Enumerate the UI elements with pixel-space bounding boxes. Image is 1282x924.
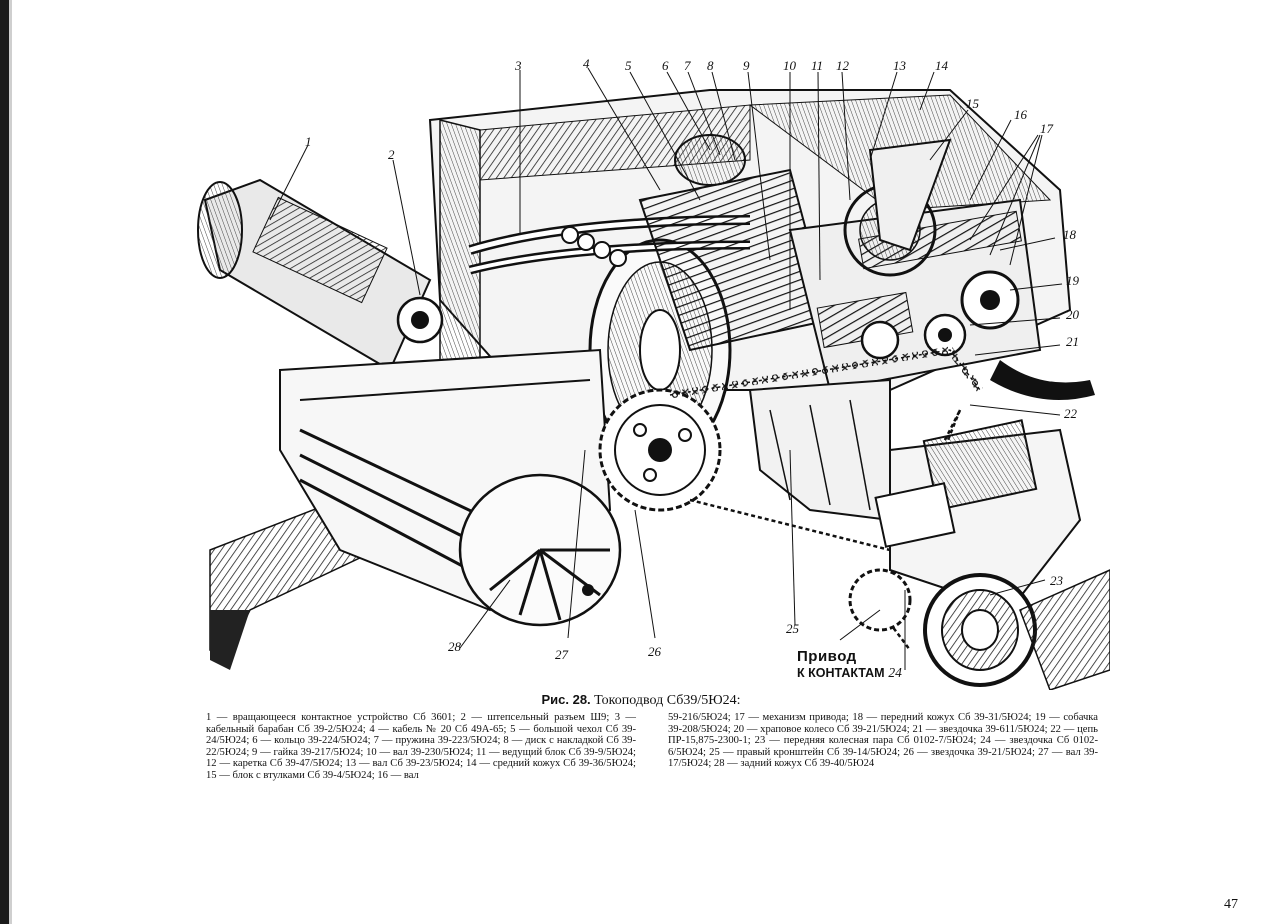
page-edge bbox=[0, 0, 9, 924]
callout-number: 12 bbox=[836, 58, 849, 73]
figure-number: Рис. 28. bbox=[541, 692, 591, 707]
callout-number: 28 bbox=[448, 639, 461, 654]
callout-number: 19 bbox=[1066, 273, 1079, 288]
callout-number: 15 bbox=[966, 96, 979, 111]
callout-number: 6 bbox=[662, 58, 669, 73]
callout-number: 10 bbox=[783, 58, 796, 73]
caption-legend-left: 1 — вращающееся контактное устройство Сб… bbox=[206, 712, 636, 781]
drive-label-line2: к контактам bbox=[797, 666, 885, 680]
drive-label: Привод к контактам 24 bbox=[797, 649, 927, 681]
spring-coil bbox=[638, 134, 832, 352]
callout-number: 5 bbox=[625, 58, 632, 73]
callout-number: 26 bbox=[648, 644, 661, 659]
page-edge-shadow bbox=[9, 0, 12, 924]
callout-number: 1 bbox=[305, 134, 312, 149]
callout-number: 21 bbox=[1066, 334, 1079, 349]
front-wheel-pair bbox=[848, 419, 1110, 690]
callout-number: 11 bbox=[811, 58, 824, 73]
caption-legend-right: 59-216/5Ю24; 17 — механизм привода; 18 —… bbox=[668, 712, 1098, 770]
drive-mechanism bbox=[788, 138, 1042, 392]
callout-number: 9 bbox=[743, 58, 750, 73]
rotating-contact-device bbox=[197, 178, 444, 372]
figure-title: Токоподвод Сб39/5Ю24: bbox=[594, 693, 741, 708]
figure-caption-title: Рис. 28. Токоподвод Сб39/5Ю24: bbox=[0, 692, 1282, 709]
callout-number: 8 bbox=[707, 58, 714, 73]
callout-number: 20 bbox=[1066, 307, 1079, 322]
callout-number: 23 bbox=[1050, 573, 1063, 588]
callout-number: 17 bbox=[1040, 121, 1053, 136]
cutaway-illustration bbox=[197, 67, 1110, 690]
callout-number: 13 bbox=[893, 58, 906, 73]
rear-cover bbox=[279, 348, 622, 627]
callout-number: 2 bbox=[388, 147, 395, 162]
callout-number: 22 bbox=[1064, 406, 1077, 421]
right-bracket bbox=[748, 378, 891, 522]
leader-lines bbox=[269, 67, 1063, 670]
callout-number: 27 bbox=[555, 647, 568, 662]
callout-number: 7 bbox=[684, 58, 691, 73]
callout-number: 4 bbox=[583, 56, 590, 71]
callout-number: 25 bbox=[786, 621, 799, 636]
rail-right bbox=[990, 360, 1095, 400]
callout-number: 3 bbox=[515, 58, 522, 73]
callout-number: 18 bbox=[1063, 227, 1076, 242]
drive-label-line1: Привод bbox=[797, 648, 857, 665]
page-number: 47 bbox=[1224, 897, 1238, 912]
callout-number: 24 bbox=[888, 665, 902, 680]
callout-number: 14 bbox=[935, 58, 948, 73]
callout-number: 16 bbox=[1014, 107, 1027, 122]
